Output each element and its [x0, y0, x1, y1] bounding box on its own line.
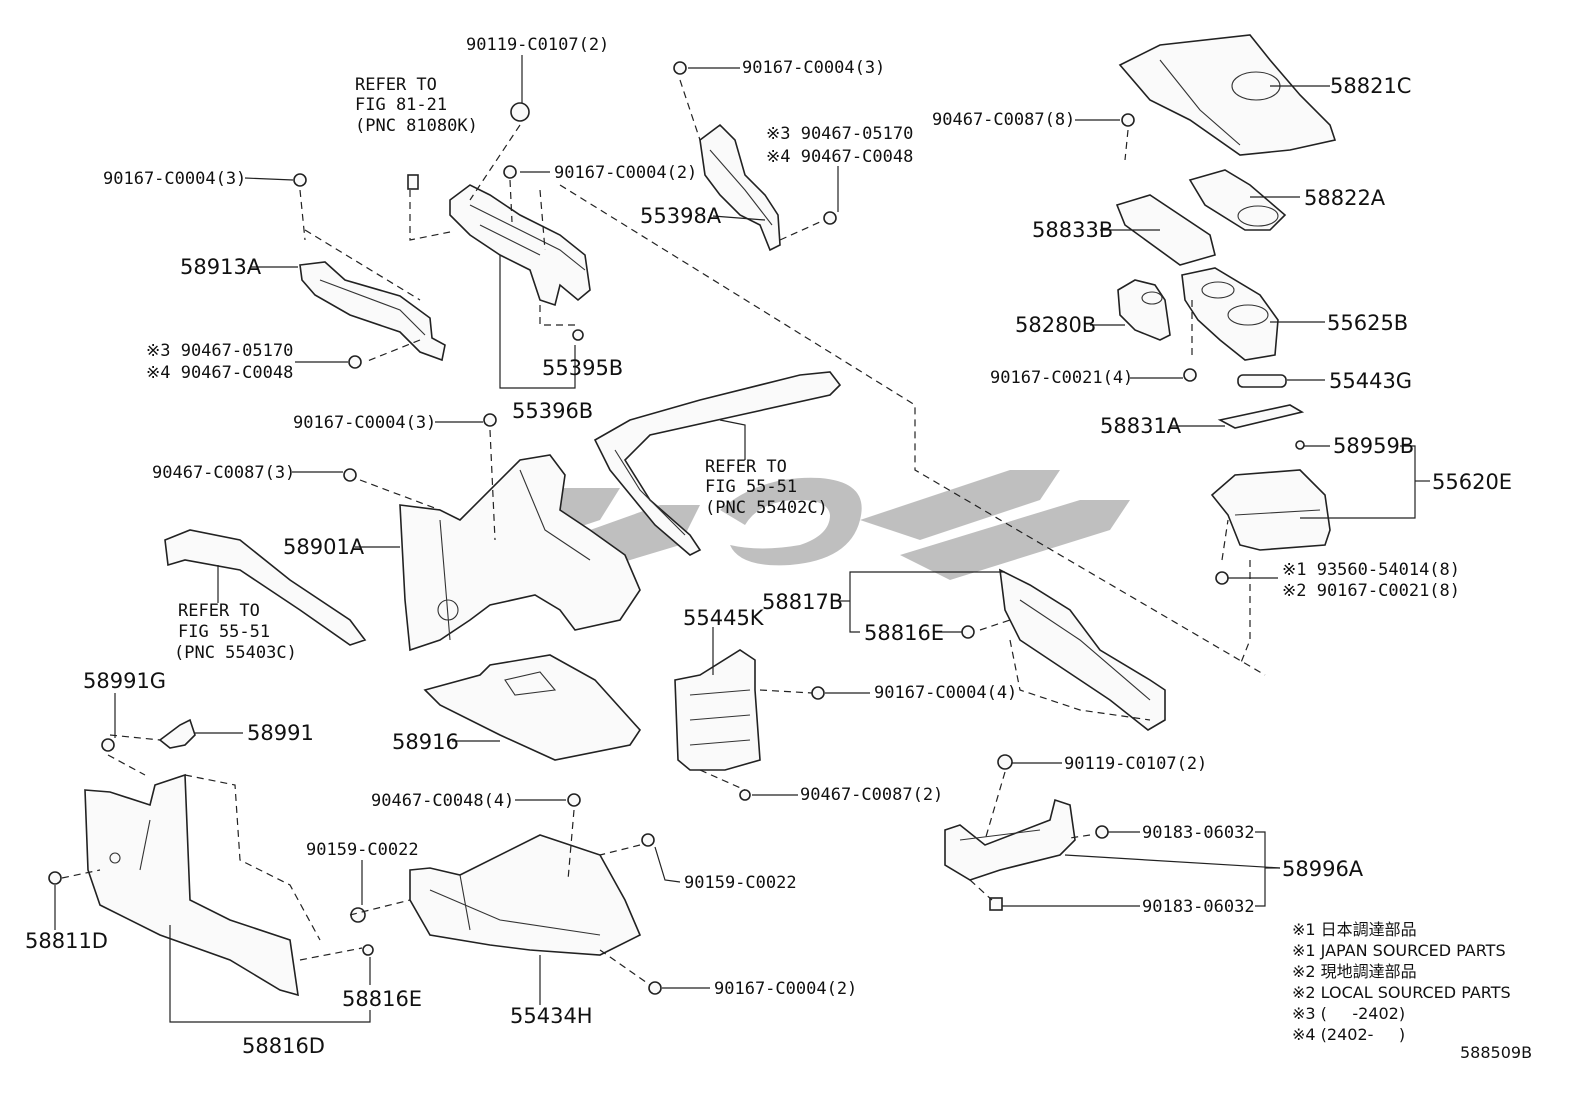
label-55625b: 55625B: [1327, 311, 1408, 335]
label-refer-81-2: FIG 81-21: [355, 95, 447, 115]
label-mark4-a: ※4 90467-C0048: [766, 147, 913, 167]
label-90183-06032-b: 90183-06032: [1142, 897, 1255, 917]
part-58913a: [299, 229, 446, 362]
label-mark4-b: ※4 90467-C0048: [146, 363, 293, 383]
part-58991: [158, 718, 196, 749]
part-55445k: [674, 649, 761, 771]
label-90159-c0022-a: 90159-C0022: [306, 840, 419, 860]
label-58811d: 58811D: [25, 929, 108, 953]
label-58816e-b: 58816E: [342, 987, 422, 1011]
label-55398a: 55398A: [640, 204, 722, 228]
legend-line-3: ※2 現地調達部品: [1292, 962, 1417, 981]
part-58816d: [84, 773, 321, 997]
leader-lines: [54, 55, 1430, 1023]
label-58822a: 58822A: [1304, 186, 1386, 210]
legend-line-4: ※2 LOCAL SOURCED PARTS: [1292, 983, 1511, 1002]
label-90467-c0087-8: 90467-C0087(8): [932, 110, 1075, 130]
label-mark2-c: ※2 90167-C0021(8): [1282, 581, 1460, 601]
label-refer-55-top-2: FIG 55-51: [705, 477, 797, 497]
label-90167-c0004-4: 90167-C0004(4): [874, 683, 1017, 703]
label-58833b: 58833B: [1032, 218, 1113, 242]
label-refer-55-left-3: (PNC 55403C): [174, 643, 297, 663]
label-90159-c0022-b: 90159-C0022: [684, 873, 797, 893]
label-55443g: 55443G: [1329, 369, 1412, 393]
part-55398a: [699, 123, 781, 252]
legend-line-6: ※4 (2402- ): [1292, 1025, 1405, 1044]
part-58831a: [1217, 404, 1305, 429]
part-55434h: [409, 834, 642, 956]
label-90167-c0021-4: 90167-C0021(4): [990, 368, 1133, 388]
part-58901a: [399, 454, 641, 652]
part-55396b: [407, 174, 591, 307]
label-90167-c0004-3-b: 90167-C0004(3): [103, 169, 246, 189]
label-58991: 58991: [247, 721, 314, 745]
label-90467-c0048-4: 90467-C0048(4): [371, 791, 514, 811]
label-58831a: 58831A: [1100, 414, 1182, 438]
legend-line-1: ※1 日本調達部品: [1292, 920, 1417, 939]
label-58916: 58916: [392, 730, 459, 754]
part-58833b: [1115, 194, 1216, 266]
fastener-screws: [48, 61, 1305, 995]
label-55620e: 55620E: [1432, 470, 1512, 494]
label-58816d: 58816D: [242, 1034, 325, 1058]
label-58817b: 58817B: [762, 590, 843, 614]
label-55396b: 55396B: [512, 399, 593, 423]
label-90467-c0087-3: 90467-C0087(3): [152, 463, 295, 483]
label-90183-06032-a: 90183-06032: [1142, 823, 1255, 843]
figure-id: 588509B: [1460, 1043, 1532, 1062]
label-55395b: 55395B: [542, 356, 623, 380]
legend-line-5: ※3 ( -2402): [1292, 1004, 1405, 1023]
part-55620e: [1210, 469, 1331, 551]
part-58821c: [1118, 34, 1337, 156]
label-mark3-a: ※3 90467-05170: [766, 124, 913, 144]
label-90167-c0004-3-a: 90167-C0004(3): [742, 58, 885, 78]
label-90167-c0004-2-a: 90167-C0004(2): [554, 163, 697, 183]
label-refer-81-3: (PNC 81080K): [355, 116, 478, 136]
label-refer-55-left-2: FIG 55-51: [178, 622, 270, 642]
label-58901a: 58901A: [283, 535, 365, 559]
label-58913a: 58913A: [180, 255, 262, 279]
part-labels: 90119-C0107(2) REFER TO FIG 81-21 (PNC 8…: [25, 35, 1512, 1058]
part-55625b: [1181, 267, 1279, 361]
label-refer-81-1: REFER TO: [355, 75, 437, 95]
part-58996a: [944, 798, 1076, 881]
label-58959b: 58959B: [1333, 434, 1414, 458]
label-mark3-b: ※3 90467-05170: [146, 341, 293, 361]
part-58280b: [1117, 279, 1171, 341]
label-refer-55-left-1: REFER TO: [178, 601, 260, 621]
part-58916: [423, 654, 642, 761]
label-55434h: 55434H: [510, 1004, 593, 1028]
part-trim-left: [164, 529, 367, 646]
legend: ※1 日本調達部品 ※1 JAPAN SOURCED PARTS ※2 現地調達…: [1292, 920, 1532, 1062]
part-58822a: [1188, 169, 1287, 231]
part-trim-top: [593, 371, 842, 556]
label-58991g: 58991G: [83, 669, 166, 693]
label-58280b: 58280B: [1015, 313, 1096, 337]
label-58821c: 58821C: [1330, 74, 1411, 98]
label-90467-c0087-2: 90467-C0087(2): [800, 785, 943, 805]
label-58996a: 58996A: [1282, 857, 1364, 881]
part-58817b: [999, 568, 1166, 731]
label-90167-c0004-3-c: 90167-C0004(3): [293, 413, 436, 433]
part-55443g: [1237, 374, 1287, 388]
label-refer-55-top-1: REFER TO: [705, 457, 787, 477]
label-mark1-c: ※1 93560-54014(8): [1282, 560, 1460, 580]
label-58816e-a: 58816E: [864, 621, 944, 645]
label-90167-c0004-2-b: 90167-C0004(2): [714, 979, 857, 999]
label-55445k: 55445K: [683, 606, 765, 630]
legend-line-2: ※1 JAPAN SOURCED PARTS: [1292, 941, 1506, 960]
label-90119-c0107-top: 90119-C0107(2): [466, 35, 609, 55]
label-90119-c0107-br: 90119-C0107(2): [1064, 754, 1207, 774]
label-refer-55-top-3: (PNC 55402C): [705, 498, 828, 518]
dashed-lines: [61, 79, 1266, 986]
